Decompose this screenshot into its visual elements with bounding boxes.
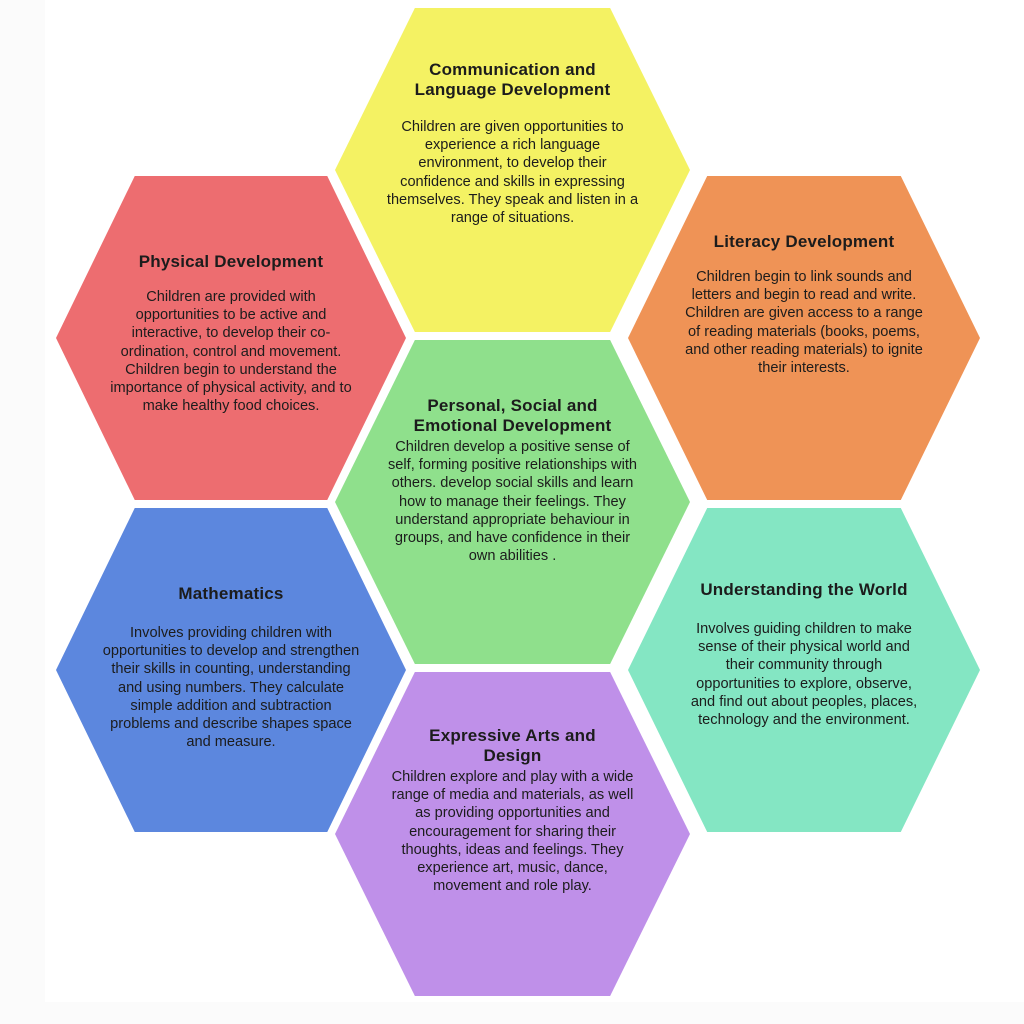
hexagon-understanding-the-world: Understanding the World Involves guiding… [628,508,980,832]
hexagon-body-understanding-the-world: Involves guiding children to make sense … [690,621,918,729]
hexagon-personal-social-emotional: Personal, Social and Emotional Developme… [335,340,690,664]
hexagon-mathematics: Mathematics Involves providing children … [56,508,406,832]
bottom-edge-strip [0,1002,1024,1024]
hexagon-body-literacy-development: Children begin to link sounds and letter… [685,269,923,377]
hexagon-literacy-development: Literacy Development Children begin to l… [628,176,980,500]
hexagon-body-communication-language: Children are given opportunities to expe… [386,119,639,227]
hexagon-title-physical-development: Physical Development [138,252,324,271]
hexagon-title-literacy-development: Literacy Development [713,232,895,251]
hexagon-body-personal-social-emotional: Children develop a positive sense of sel… [387,439,637,565]
hexagon-title-mathematics: Mathematics [178,584,284,603]
hexagon-title-personal-social-emotional: Personal, Social and Emotional Developme… [413,396,612,435]
hexagon-title-understanding-the-world: Understanding the World [700,580,908,599]
hexagon-title-expressive-arts-design: Expressive Arts and Design [429,726,596,765]
hexagon-title-communication-language: Communication and Language Development [414,60,611,99]
hexagon-communication-language: Communication and Language Development C… [335,8,690,332]
hexagon-expressive-arts-design: Expressive Arts and Design Children expl… [335,672,690,996]
hexagon-body-expressive-arts-design: Children explore and play with a wide ra… [391,769,634,895]
hexagon-body-physical-development: Children are provided with opportunities… [110,289,352,415]
hexagon-physical-development: Physical Development Children are provid… [56,176,406,500]
hexagon-body-mathematics: Involves providing children with opportu… [102,625,360,751]
left-edge-strip [0,0,45,1024]
